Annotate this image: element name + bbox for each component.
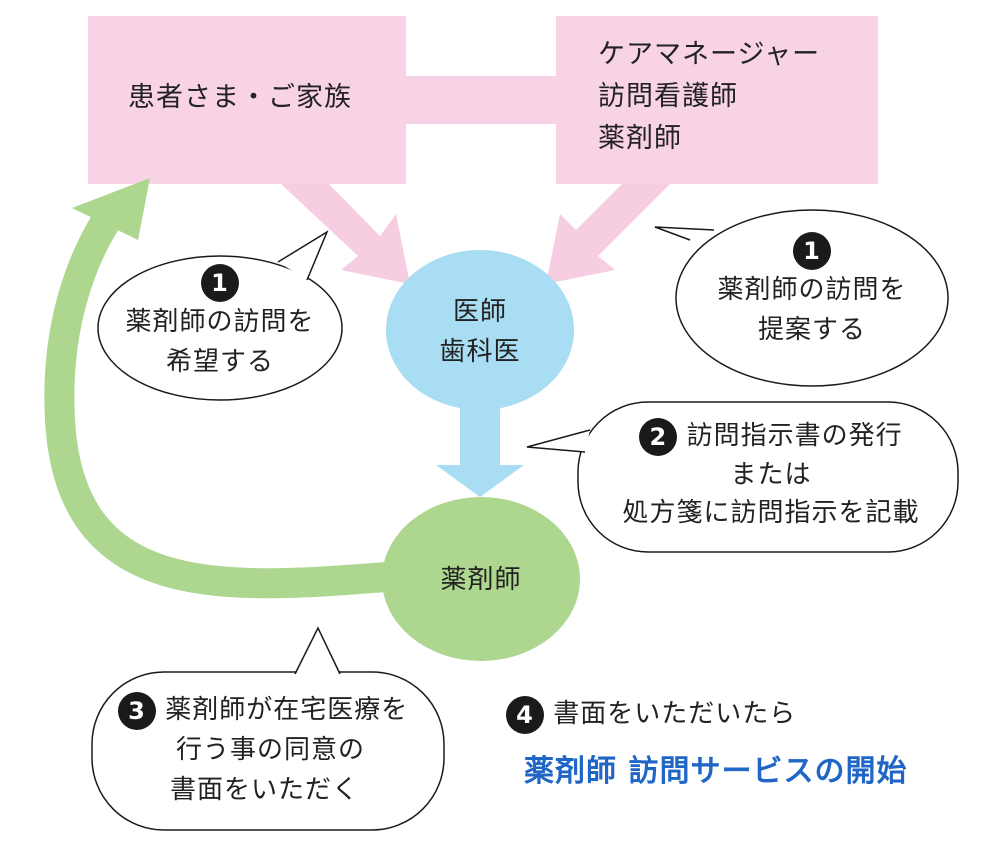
doctor-line: 医師 [452,297,507,327]
callout-line: 薬剤師が在宅医療を [165,695,409,725]
patient-box [88,16,406,184]
care-item: ケアマネージャー [598,39,821,70]
patient-label: 患者さま・ご家族 [128,82,352,113]
care-item: 訪問看護師 [598,81,738,112]
callout-step-3: 3 薬剤師が在宅医療を 行う事の同意の 書面をいただく [118,690,438,810]
callout-line: 処方箋に訪問指示を記載 [622,497,920,528]
green-arrow-curve [44,206,388,599]
step-badge: 4 [506,695,544,734]
bubble-right-1 [654,209,949,387]
callout-step-2: 2 訪問指示書の発行 または 処方箋に訪問指示を記載 [596,417,946,532]
step-badge: 3 [118,691,156,730]
callout-line: 薬剤師の訪問を [717,275,907,305]
step-4: 4 書面をいただいたら [506,694,796,734]
care-team-box [556,16,878,184]
callout-line: 書面をいただく [170,775,360,805]
box-connector [400,76,562,124]
doctor-node [386,250,574,410]
callout-right-1: 1 薬剤師の訪問を 提案する [690,230,934,350]
arrow-patient-to-doctor [281,184,410,284]
step-badge: 2 [639,417,678,456]
arrow-care-to-doctor [546,184,670,284]
callout-line: または [730,459,812,490]
callout-line: 薬剤師の訪問を [125,307,315,337]
callout-line: 行う事の同意の [176,735,366,765]
bubble-step-3 [91,626,445,831]
doctor-label: 医師 歯科医 [420,292,540,372]
bubble-left-1 [97,230,343,401]
care-team-label: ケアマネージャー 訪問看護師 薬剤師 [598,34,820,160]
step-badge: 1 [793,231,831,270]
callout-line: 希望する [165,347,274,377]
step-4-text: 書面をいただいたら [553,699,797,729]
doctor-line: 歯科医 [439,337,521,367]
step-badge: 1 [201,263,239,302]
green-arrow-head [72,178,150,240]
service-start-heading: 薬剤師 訪問サービスの開始 [524,754,908,789]
callout-line: 提案する [757,315,866,345]
arrow-doctor-to-pharmacist [436,465,524,497]
callout-line: 訪問指示書の発行 [686,421,903,451]
pharmacist-node [382,497,580,661]
callout-left-1: 1 薬剤師の訪問を 希望する [108,262,332,382]
pharmacist-label: 薬剤師 [440,565,522,595]
care-item: 薬剤師 [598,123,682,154]
